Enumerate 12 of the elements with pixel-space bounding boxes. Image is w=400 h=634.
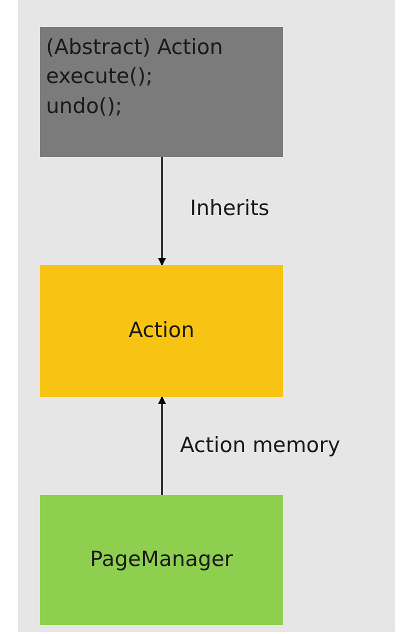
class-box [40,27,283,157]
edge-label: Action memory [180,433,340,457]
class-text: undo(); [46,92,122,120]
class-box [40,495,283,625]
arrow [158,157,166,266]
class-box [40,265,283,397]
class-text: execute(); [46,63,153,90]
class-text: Action [128,317,194,344]
class-text: (Abstract) Action [46,34,223,61]
class-text: PageManager [90,546,233,574]
arrow [158,396,166,495]
edge-label: Inherits [190,196,270,220]
